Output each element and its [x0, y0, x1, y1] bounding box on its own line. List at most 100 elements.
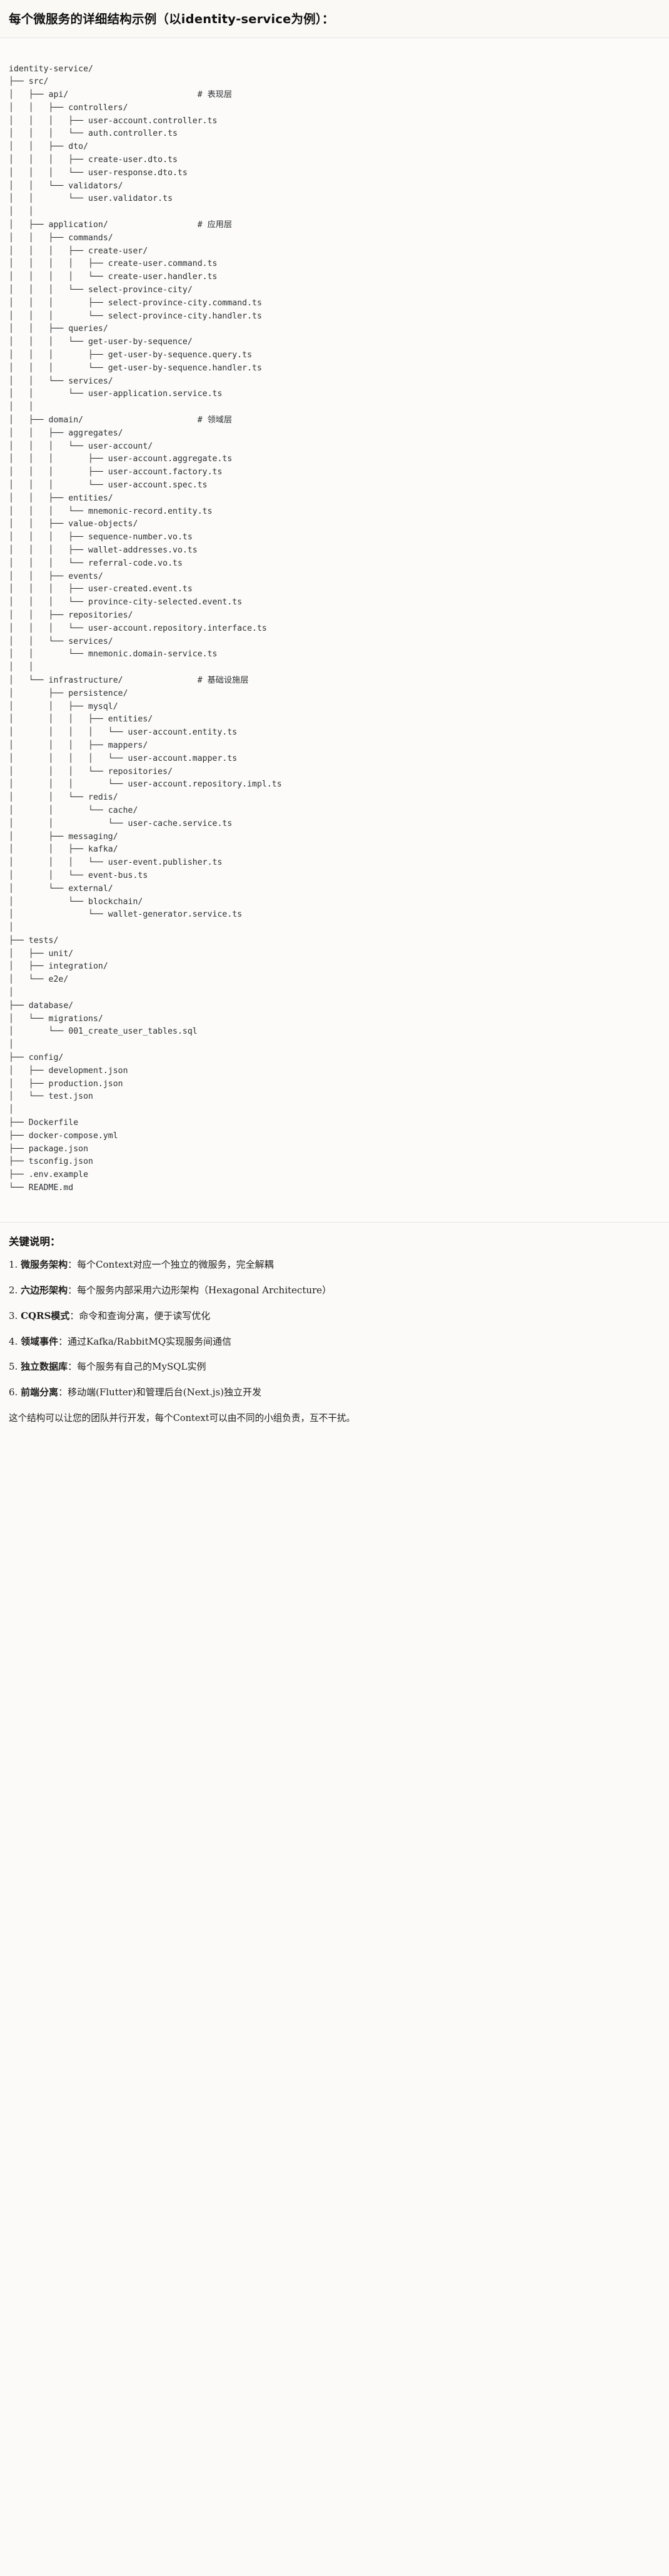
tree-line: │ │ └── event-bus.ts [9, 870, 660, 883]
tree-line-path: │ [9, 988, 14, 998]
tree-line: │ │ │ └── user-account.repository.interf… [9, 623, 660, 636]
key-note-item: 5. 独立数据库：每个服务有自己的MySQL实例 [9, 1360, 660, 1374]
tree-line-path: │ │ │ │ └── create-user.handler.ts [9, 272, 218, 282]
key-note-number: 1. [9, 1259, 18, 1271]
tree-line: │ │ │ └── province-city-selected.event.t… [9, 596, 660, 609]
tree-line-path: │ │ │ └── get-user-by-sequence.handler.t… [9, 363, 262, 373]
tree-line-path: │ │ │ ├── user-account.aggregate.ts [9, 454, 233, 464]
tree-line-comment: # 应用层 [197, 220, 233, 230]
tree-line: │ │ │ ├── user-created.event.ts [9, 583, 660, 596]
tree-line-path: │ │ │ └── mnemonic-record.entity.ts [9, 506, 213, 516]
tree-line: │ │ │ └── select-province-city/ [9, 284, 660, 297]
tree-line-path: │ [9, 923, 14, 933]
tree-line: ├── src/ [9, 76, 660, 89]
tree-line-path: │ └── infrastructure/ [9, 675, 123, 685]
tree-line: ├── Dockerfile [9, 1117, 660, 1130]
tree-line-comment: # 表现层 [197, 90, 233, 100]
tree-line: │ └── wallet-generator.service.ts [9, 909, 660, 922]
tree-line-path: │ │ │ ├── entities/ [9, 715, 153, 725]
tree-line: │ │ │ └── auth.controller.ts [9, 128, 660, 141]
tree-line-path: ├── tsconfig.json [9, 1157, 93, 1167]
tree-line-comment: # 领域层 [197, 415, 233, 425]
tree-line-path: │ │ │ └── user-event.publisher.ts [9, 858, 223, 868]
key-note-item: 3. CQRS模式：命令和查询分离，便于读写优化 [9, 1310, 660, 1323]
tree-line: │ │ │ └── user-response.dto.ts [9, 167, 660, 180]
tree-line: │ │ ├── mysql/ [9, 701, 660, 714]
tree-line-path: │ │ │ ├── user-account.factory.ts [9, 467, 223, 477]
tree-line: │ │ │ └── user-account/ [9, 440, 660, 454]
tree-line: │ [9, 1104, 660, 1117]
tree-line-path: │ │ [9, 207, 34, 217]
key-note-number: 3. [9, 1310, 18, 1321]
tree-line: │ │ │ ├── sequence-number.vo.ts [9, 531, 660, 544]
tree-line-path: │ │ │ ├── mappers/ [9, 740, 148, 750]
key-note-description: ：每个Context对应一个独立的微服务，完全解耦 [68, 1259, 274, 1271]
tree-line-path: │ │ ├── aggregates/ [9, 428, 123, 438]
tree-line: │ │ ├── commands/ [9, 232, 660, 245]
tree-line-path: │ │ │ └── get-user-by-sequence/ [9, 337, 193, 347]
tree-line-path: │ ├── messaging/ [9, 832, 118, 842]
tree-line: │ │ │ │ └── user-account.entity.ts [9, 726, 660, 740]
tree-line-path: │ │ [9, 402, 34, 412]
tree-line: │ │ ├── repositories/ [9, 609, 660, 623]
tree-line: │ │ [9, 401, 660, 414]
tree-line: │ │ │ └── mnemonic-record.entity.ts [9, 506, 660, 519]
tree-line-path: │ │ │ └── select-province-city/ [9, 285, 193, 295]
tree-line-path: ├── Dockerfile [9, 1118, 79, 1128]
tree-line-path: ├── src/ [9, 77, 49, 87]
tree-line: │ │ │ │ └── create-user.handler.ts [9, 271, 660, 284]
key-note-item: 4. 领域事件：通过Kafka/RabbitMQ实现服务间通信 [9, 1335, 660, 1349]
tree-line: ├── tsconfig.json [9, 1156, 660, 1169]
tree-line: │ │ [9, 661, 660, 675]
tree-line: │ ├── persistence/ [9, 688, 660, 701]
tree-line: │ │ │ ├── mappers/ [9, 740, 660, 753]
tree-line: │ │ └── validators/ [9, 180, 660, 193]
tree-line-path: │ │ ├── mysql/ [9, 701, 118, 711]
tree-line-path: │ │ │ └── province-city-selected.event.t… [9, 598, 243, 608]
tree-line: │ │ └── user-cache.service.ts [9, 818, 660, 831]
tree-line: │ └── e2e/ [9, 974, 660, 987]
tree-line: │ │ │ └── user-account.spec.ts [9, 479, 660, 492]
tree-line: │ │ ├── aggregates/ [9, 427, 660, 440]
tree-line: │ └── migrations/ [9, 1013, 660, 1026]
tree-line-path: │ [9, 1040, 14, 1050]
tree-line-path: │ ├── production.json [9, 1079, 123, 1089]
tree-line: │ │ ├── controllers/ [9, 102, 660, 115]
key-note-term: CQRS模式 [21, 1310, 70, 1321]
tree-line: │ └── test.json [9, 1091, 660, 1104]
tree-line-path: │ │ │ └── auth.controller.ts [9, 129, 178, 139]
tree-line-path: │ │ ├── events/ [9, 571, 103, 581]
page-header: 每个微服务的详细结构示例（以identity-service为例）： [0, 0, 669, 39]
tree-line: │ ├── application/ # 应用层 [9, 219, 660, 232]
tree-line: │ │ │ ├── user-account.controller.ts [9, 115, 660, 128]
tree-line: │ │ └── mnemonic.domain-service.ts [9, 648, 660, 661]
tree-line: │ │ └── cache/ [9, 805, 660, 818]
key-notes-heading: 关键说明： [9, 1236, 61, 1248]
tree-line-gap [123, 676, 198, 685]
tree-line-path: │ │ │ ├── wallet-addresses.vo.ts [9, 545, 198, 555]
tree-line-path: ├── config/ [9, 1053, 64, 1063]
tree-line-gap [108, 220, 198, 230]
key-note-number: 5. [9, 1361, 18, 1373]
key-note-number: 6. [9, 1387, 18, 1398]
tree-line: ├── docker-compose.yml [9, 1130, 660, 1143]
tree-line-path: │ │ │ └── user-account.spec.ts [9, 481, 208, 490]
key-note-term: 六边形架构 [21, 1285, 68, 1296]
tree-line-path: │ │ └── user.validator.ts [9, 194, 173, 204]
tree-line-path: │ │ │ │ ├── create-user.command.ts [9, 259, 218, 269]
tree-line-path: │ ├── domain/ [9, 415, 84, 425]
tree-line: │ │ │ └── get-user-by-sequence.handler.t… [9, 362, 660, 375]
tree-line-path: │ ├── development.json [9, 1066, 128, 1076]
key-note-item: 2. 六边形架构：每个服务内部采用六边形架构（Hexagonal Archite… [9, 1284, 660, 1298]
tree-line-path: identity-service/ [9, 64, 93, 74]
key-note-description: ：移动端(Flutter)和管理后台(Next.js)独立开发 [58, 1387, 262, 1398]
tree-line: │ ├── unit/ [9, 948, 660, 961]
tree-line-path: │ │ ├── kafka/ [9, 845, 118, 855]
tree-line: │ │ │ └── user-account.repository.impl.t… [9, 778, 660, 792]
tree-line: │ │ │ ├── select-province-city.command.t… [9, 297, 660, 310]
tree-line: │ ├── development.json [9, 1065, 660, 1078]
tree-line: ├── tests/ [9, 935, 660, 948]
tree-line-path: │ │ └── user-cache.service.ts [9, 818, 233, 828]
tree-line-path: │ │ │ └── user-account.repository.interf… [9, 623, 267, 633]
